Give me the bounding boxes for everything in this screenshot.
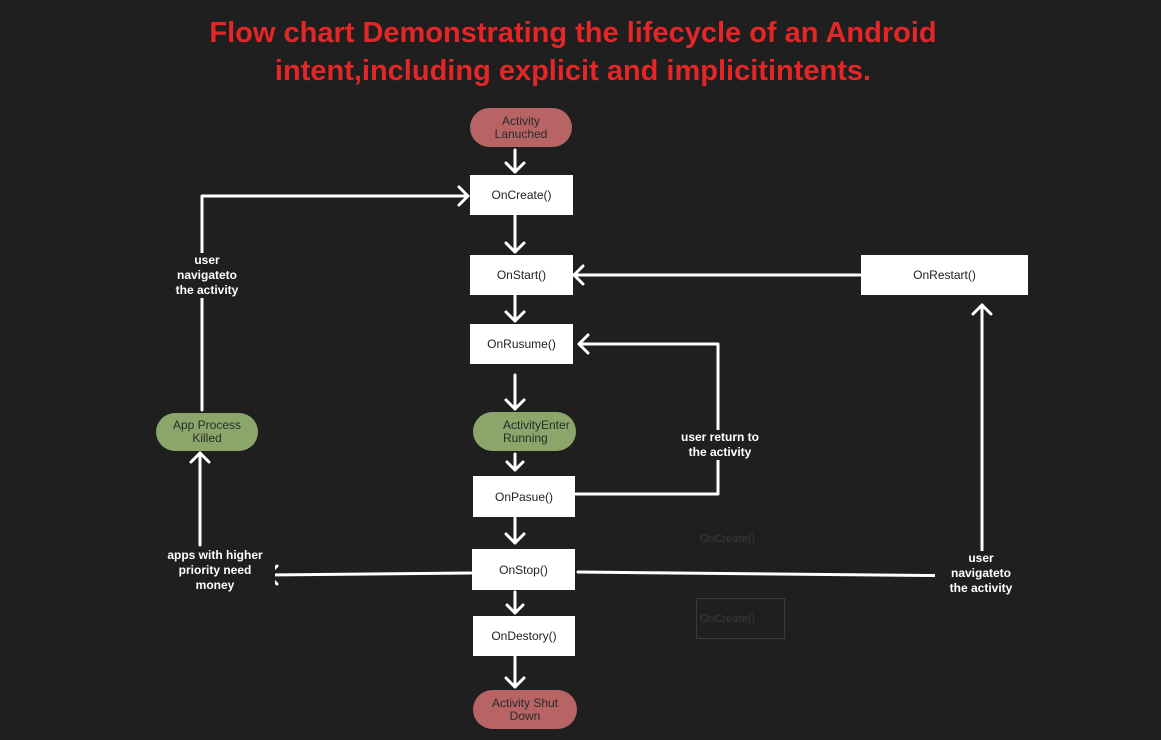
activity-launched-node: Activity Lanuched (470, 108, 572, 147)
onrestart-node: OnRestart() (861, 255, 1028, 295)
activity-shut-down-node: Activity Shut Down (473, 690, 577, 729)
title-line-2: intent,including explicit and implicitin… (274, 55, 872, 87)
apps-higher-priority-label: apps with higher priority need money (155, 548, 275, 593)
onstart-label: OnStart() (496, 268, 547, 282)
ghost-text-1: OnCreate() (700, 533, 756, 545)
arrowhead-shutdown-top (504, 676, 526, 689)
activity-running-label: ActivityEnter Running (503, 417, 570, 445)
user-navigate-left-label: user navigateto the activity (160, 253, 254, 298)
user-navigate-right-label: user navigateto the activity (935, 551, 1027, 596)
user-return-label: user return to the activity (672, 430, 768, 460)
arrowhead-ondestroy-top (505, 603, 525, 615)
ghost-text-2: OnCreate() (700, 613, 756, 625)
onstop-node: OnStop() (472, 549, 575, 590)
oncreate-label: OnCreate() (491, 188, 552, 202)
edge-onpause-to-onresume (574, 342, 720, 496)
arrowhead-onresume-top (504, 310, 526, 323)
edge-onstop-to-priority (266, 571, 473, 577)
edge-killed-to-oncreate (200, 194, 470, 412)
arrowhead-onpause-top (505, 460, 525, 472)
arrowhead-onstart-right (572, 264, 585, 286)
ondestroy-node: OnDestory() (473, 616, 575, 656)
oncreate-node: OnCreate() (470, 175, 573, 215)
arrowhead-onrestart-bottom (971, 303, 993, 316)
arrowhead-onstart-top (504, 241, 526, 254)
onstop-label: OnStop() (499, 562, 548, 577)
activity-launched-label: Activity Lanuched (494, 113, 548, 141)
onresume-node: OnRusume() (470, 324, 573, 364)
ondestroy-label: OnDestory() (491, 629, 557, 643)
arrowhead-onstop-top (504, 532, 526, 545)
arrowhead-killed-bottom (189, 451, 211, 464)
arrowhead-onresume-right (577, 333, 590, 355)
app-process-killed-node: App Process Killed (156, 413, 258, 451)
activity-shut-down-label: Activity Shut Down (491, 695, 559, 723)
onresume-label: OnRusume() (487, 337, 556, 351)
arrowhead-oncreate-left (457, 185, 470, 207)
arrowhead-oncreate-top (504, 161, 526, 174)
title-line-1: Flow chart Demonstrating the lifecycle o… (209, 17, 937, 49)
ghost-box (696, 598, 785, 639)
diagram-title: Flow chart Demonstrating the lifecycle o… (150, 14, 996, 90)
edge-onstop-to-onrestart (576, 303, 984, 578)
onpause-node: OnPasue() (473, 476, 575, 517)
app-process-killed-label: App Process Killed (172, 418, 242, 445)
onpause-label: OnPasue() (494, 489, 554, 504)
onrestart-label: OnRestart() (913, 268, 976, 282)
arrowhead-running-top (504, 398, 526, 411)
onstart-node: OnStart() (470, 255, 573, 295)
activity-running-node: ActivityEnter Running (473, 412, 576, 451)
